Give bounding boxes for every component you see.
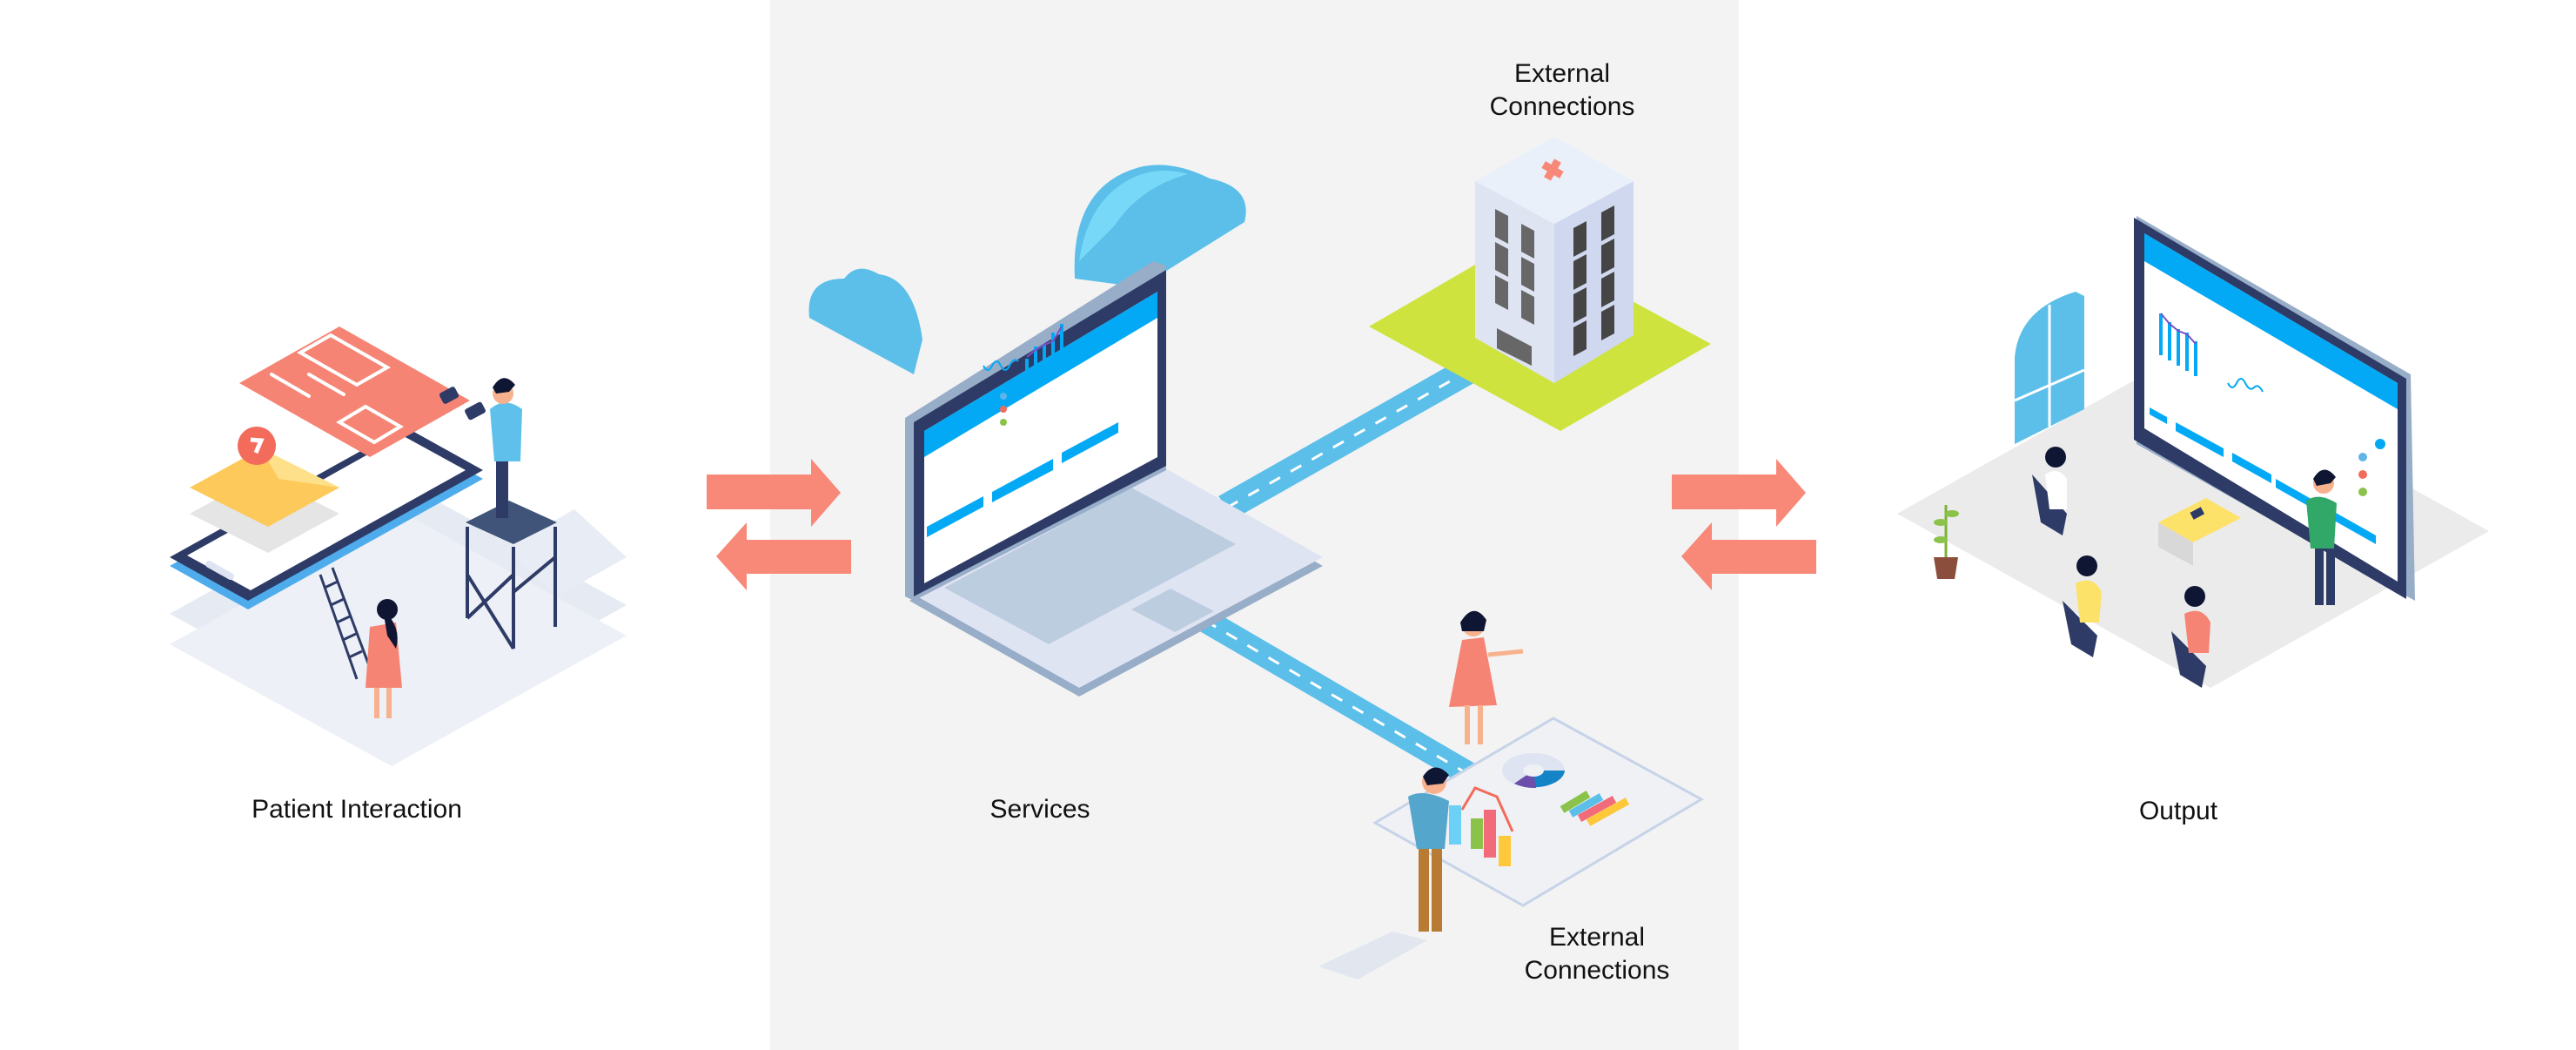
stage-label-services: Services xyxy=(989,795,1090,824)
arrow-right-icon xyxy=(707,459,841,527)
cloud-icon xyxy=(808,165,1246,374)
external-connections-label-hospital: External Connections xyxy=(1489,59,1635,121)
external-connections-label-reports: External Connections xyxy=(1524,923,1670,985)
output-presenter-figure xyxy=(2306,469,2337,605)
presentation-screen-icon xyxy=(2134,216,2415,601)
woman-presenter-figure xyxy=(1449,610,1524,744)
hospital-building-icon xyxy=(1369,137,1711,431)
ladder-icon xyxy=(319,567,374,680)
laptop-icon xyxy=(905,261,1323,697)
arrow-right-icon xyxy=(1672,459,1806,527)
bidirectional-arrows-left xyxy=(707,459,851,590)
audience-figure xyxy=(2032,447,2210,688)
table-icon xyxy=(2158,498,2241,566)
form-card-icon xyxy=(239,326,486,457)
stage-label-output: Output xyxy=(2138,797,2218,825)
scaffold-icon xyxy=(466,501,557,650)
bidirectional-arrows-right xyxy=(1672,459,1816,590)
stage-label-patient-interaction: Patient Interaction xyxy=(252,795,462,824)
plant-icon xyxy=(1934,505,1959,579)
output-illustration xyxy=(1897,216,2489,688)
arrow-left-icon xyxy=(1681,522,1816,590)
window-icon xyxy=(2014,292,2085,444)
woman-figure xyxy=(366,599,402,718)
arrow-left-icon xyxy=(716,522,851,590)
services-illustration xyxy=(808,137,1711,979)
report-sheet-icon xyxy=(1372,717,1705,907)
patient-interaction-illustration xyxy=(170,326,627,766)
man-presenter-figure xyxy=(1318,767,1449,979)
envelope-icon xyxy=(190,427,339,553)
man-figure xyxy=(490,378,522,518)
